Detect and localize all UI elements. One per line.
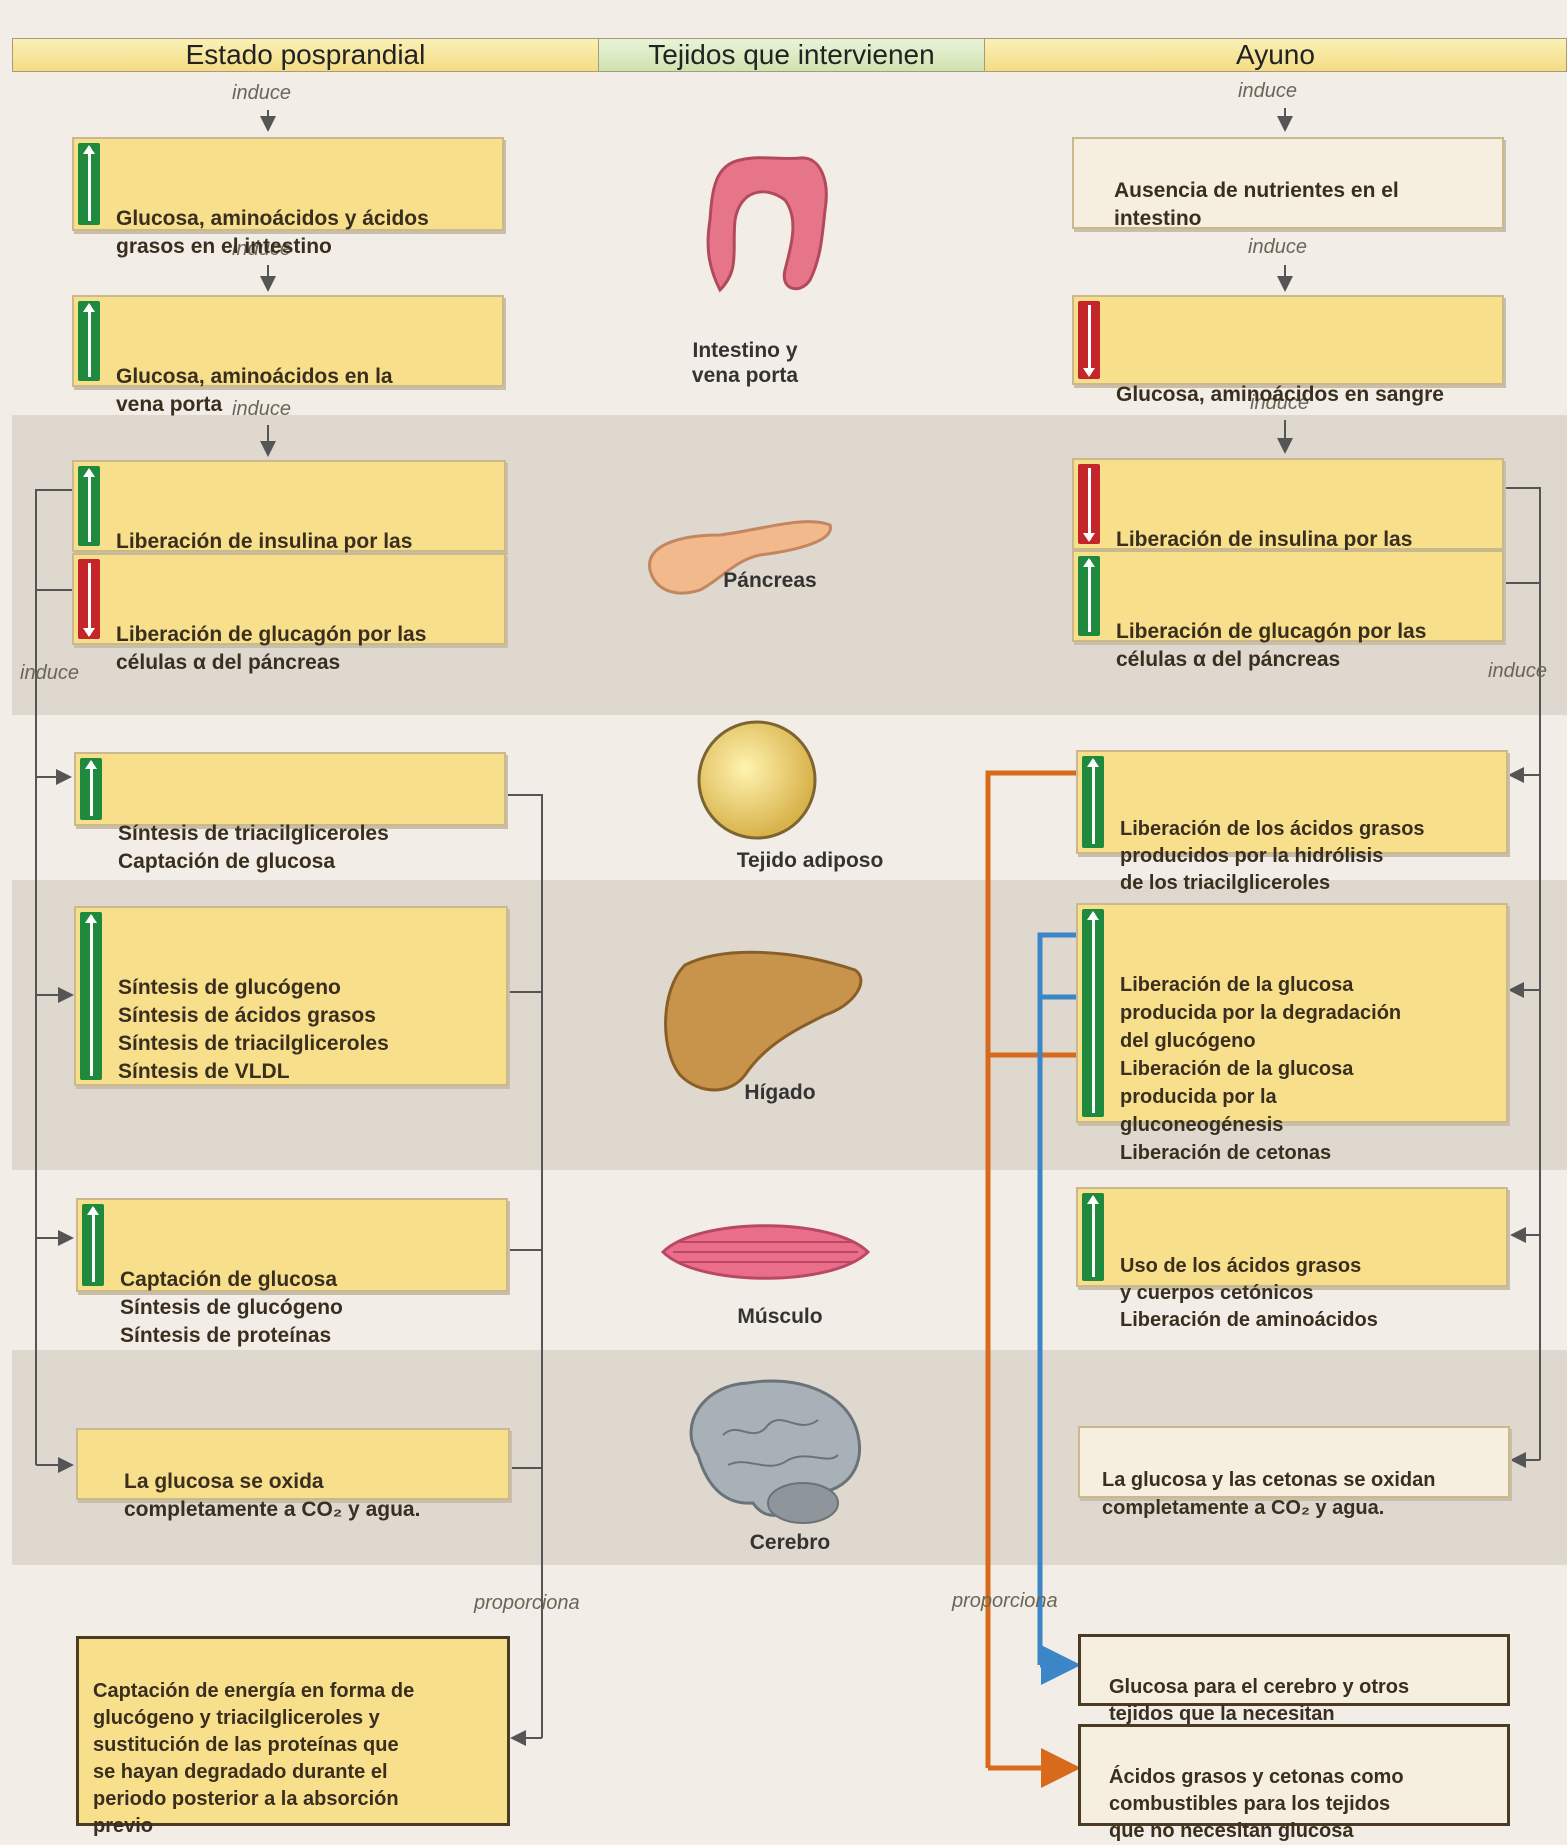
header-ayuno: Ayuno [984, 38, 1567, 72]
box-adiposo-left: Síntesis de triacilgliceroles Captación … [74, 752, 506, 873]
box-insulina-right: Liberación de insulina por las células β… [1072, 458, 1504, 579]
label-induce-l2: induce [232, 238, 291, 261]
box-text: Glucosa, aminoácidos en la vena porta [116, 365, 393, 416]
box-higado-left: Síntesis de glucógeno Síntesis de ácidos… [74, 906, 508, 1086]
box-insulina-left: Liberación de insulina por las células β… [72, 460, 506, 581]
box-ausencia: Ausencia de nutrientes en el intestino [1072, 137, 1504, 230]
box-cerebro-left: La glucosa se oxida completamente a CO₂ … [76, 1428, 510, 1521]
arrow-down-icon [1078, 464, 1100, 544]
box-text: Liberación de los ácidos grasos producid… [1120, 818, 1425, 894]
label-proporciona-right: proporciona [952, 1590, 1058, 1612]
label-induce-r1: induce [1238, 80, 1297, 102]
box-musculo-right: Uso de los ácidos grasos y cuerpos cetón… [1076, 1187, 1508, 1331]
brain-icon [689, 1379, 861, 1524]
muscle-icon [660, 1224, 871, 1280]
box-glucagon-right: Liberación de glucagón por las células α… [1072, 550, 1504, 671]
arrow-up-icon [1082, 756, 1104, 848]
box-cerebro-right: La glucosa y las cetonas se oxidan compl… [1078, 1426, 1510, 1519]
arrow-up-icon [78, 466, 100, 546]
arrow-up-icon [80, 912, 102, 1080]
organ-label-intestino: Intestino y vena porta [691, 339, 799, 387]
box-final-acidos: Ácidos grasos y cetonas como combustible… [1078, 1724, 1510, 1842]
box-glucagon-left: Liberación de glucagón por las células α… [72, 553, 506, 674]
box-final-glucosa: Glucosa para el cerebro y otros tejidos … [1078, 1634, 1510, 1725]
label-induce-r2: induce [1248, 236, 1307, 258]
arrow-up-icon [78, 301, 100, 381]
box-glucosa-porta: Glucosa, aminoácidos en la vena porta [72, 295, 504, 416]
intestine-icon [706, 156, 828, 293]
box-text: Síntesis de glucógeno Síntesis de ácidos… [118, 976, 389, 1083]
box-text: Uso de los ácidos grasos y cuerpos cetón… [1120, 1255, 1378, 1331]
arrow-down-icon [78, 559, 100, 639]
label-induce-l1: induce [232, 82, 291, 104]
box-text: Ausencia de nutrientes en el intestino [1114, 179, 1399, 230]
adipose-icon [697, 720, 817, 840]
box-text: La glucosa se oxida completamente a CO₂ … [124, 1470, 421, 1521]
organ-label-adiposo: Tejido adiposo [736, 849, 884, 872]
box-higado-right: Liberación de la glucosa producida por l… [1076, 903, 1508, 1164]
box-text: Síntesis de triacilgliceroles Captación … [118, 822, 389, 873]
box-adiposo-right: Liberación de los ácidos grasos producid… [1076, 750, 1508, 894]
box-text: Captación de glucosa Síntesis de glucóge… [120, 1268, 343, 1347]
box-text: Glucosa, aminoácidos y ácidos grasos en … [116, 207, 429, 258]
arrow-up-icon [1078, 556, 1100, 636]
organ-label-pancreas: Páncreas [723, 569, 817, 592]
box-text: Liberación de glucagón por las células α… [116, 623, 427, 674]
box-text: Glucosa para el cerebro y otros tejidos … [1109, 1676, 1410, 1725]
box-text: Ácidos grasos y cetonas como combustible… [1109, 1766, 1404, 1842]
arrow-up-icon [78, 143, 100, 225]
label-proporciona-left: proporciona [474, 1592, 580, 1614]
arrow-up-icon [1082, 909, 1104, 1117]
box-glucosa-intestino: Glucosa, aminoácidos y ácidos grasos en … [72, 137, 504, 258]
organ-label-musculo: Músculo [737, 1305, 823, 1328]
box-text: Liberación de glucagón por las células α… [1116, 620, 1427, 671]
arrow-up-icon [82, 1204, 104, 1286]
pancreas-icon [648, 520, 832, 595]
liver-icon [664, 950, 863, 1092]
box-musculo-left: Captación de glucosa Síntesis de glucóge… [76, 1198, 508, 1347]
label-induce-left-bus: induce [20, 662, 79, 684]
label-induce-right-bus: induce [1488, 660, 1547, 682]
arrow-up-icon [1082, 1193, 1104, 1281]
organ-label-higado: Hígado [744, 1081, 816, 1104]
organ-label-cerebro: Cerebro [749, 1531, 831, 1554]
box-final-left: Captación de energía en forma de glucóge… [76, 1636, 510, 1837]
box-glucosa-sangre: Glucosa, aminoácidos en sangre [1072, 295, 1504, 406]
box-text: Glucosa, aminoácidos en sangre [1116, 383, 1444, 406]
header-tejidos: Tejidos que intervienen [598, 38, 985, 72]
label-induce-r3: induce [1250, 392, 1309, 415]
label-induce-l3: induce [232, 398, 291, 420]
arrow-down-icon [1078, 301, 1100, 379]
box-text: Captación de energía en forma de glucóge… [93, 1680, 415, 1837]
box-text: Liberación de la glucosa producida por l… [1120, 974, 1402, 1164]
arrow-up-icon [80, 758, 102, 820]
box-text: La glucosa y las cetonas se oxidan compl… [1102, 1469, 1436, 1519]
